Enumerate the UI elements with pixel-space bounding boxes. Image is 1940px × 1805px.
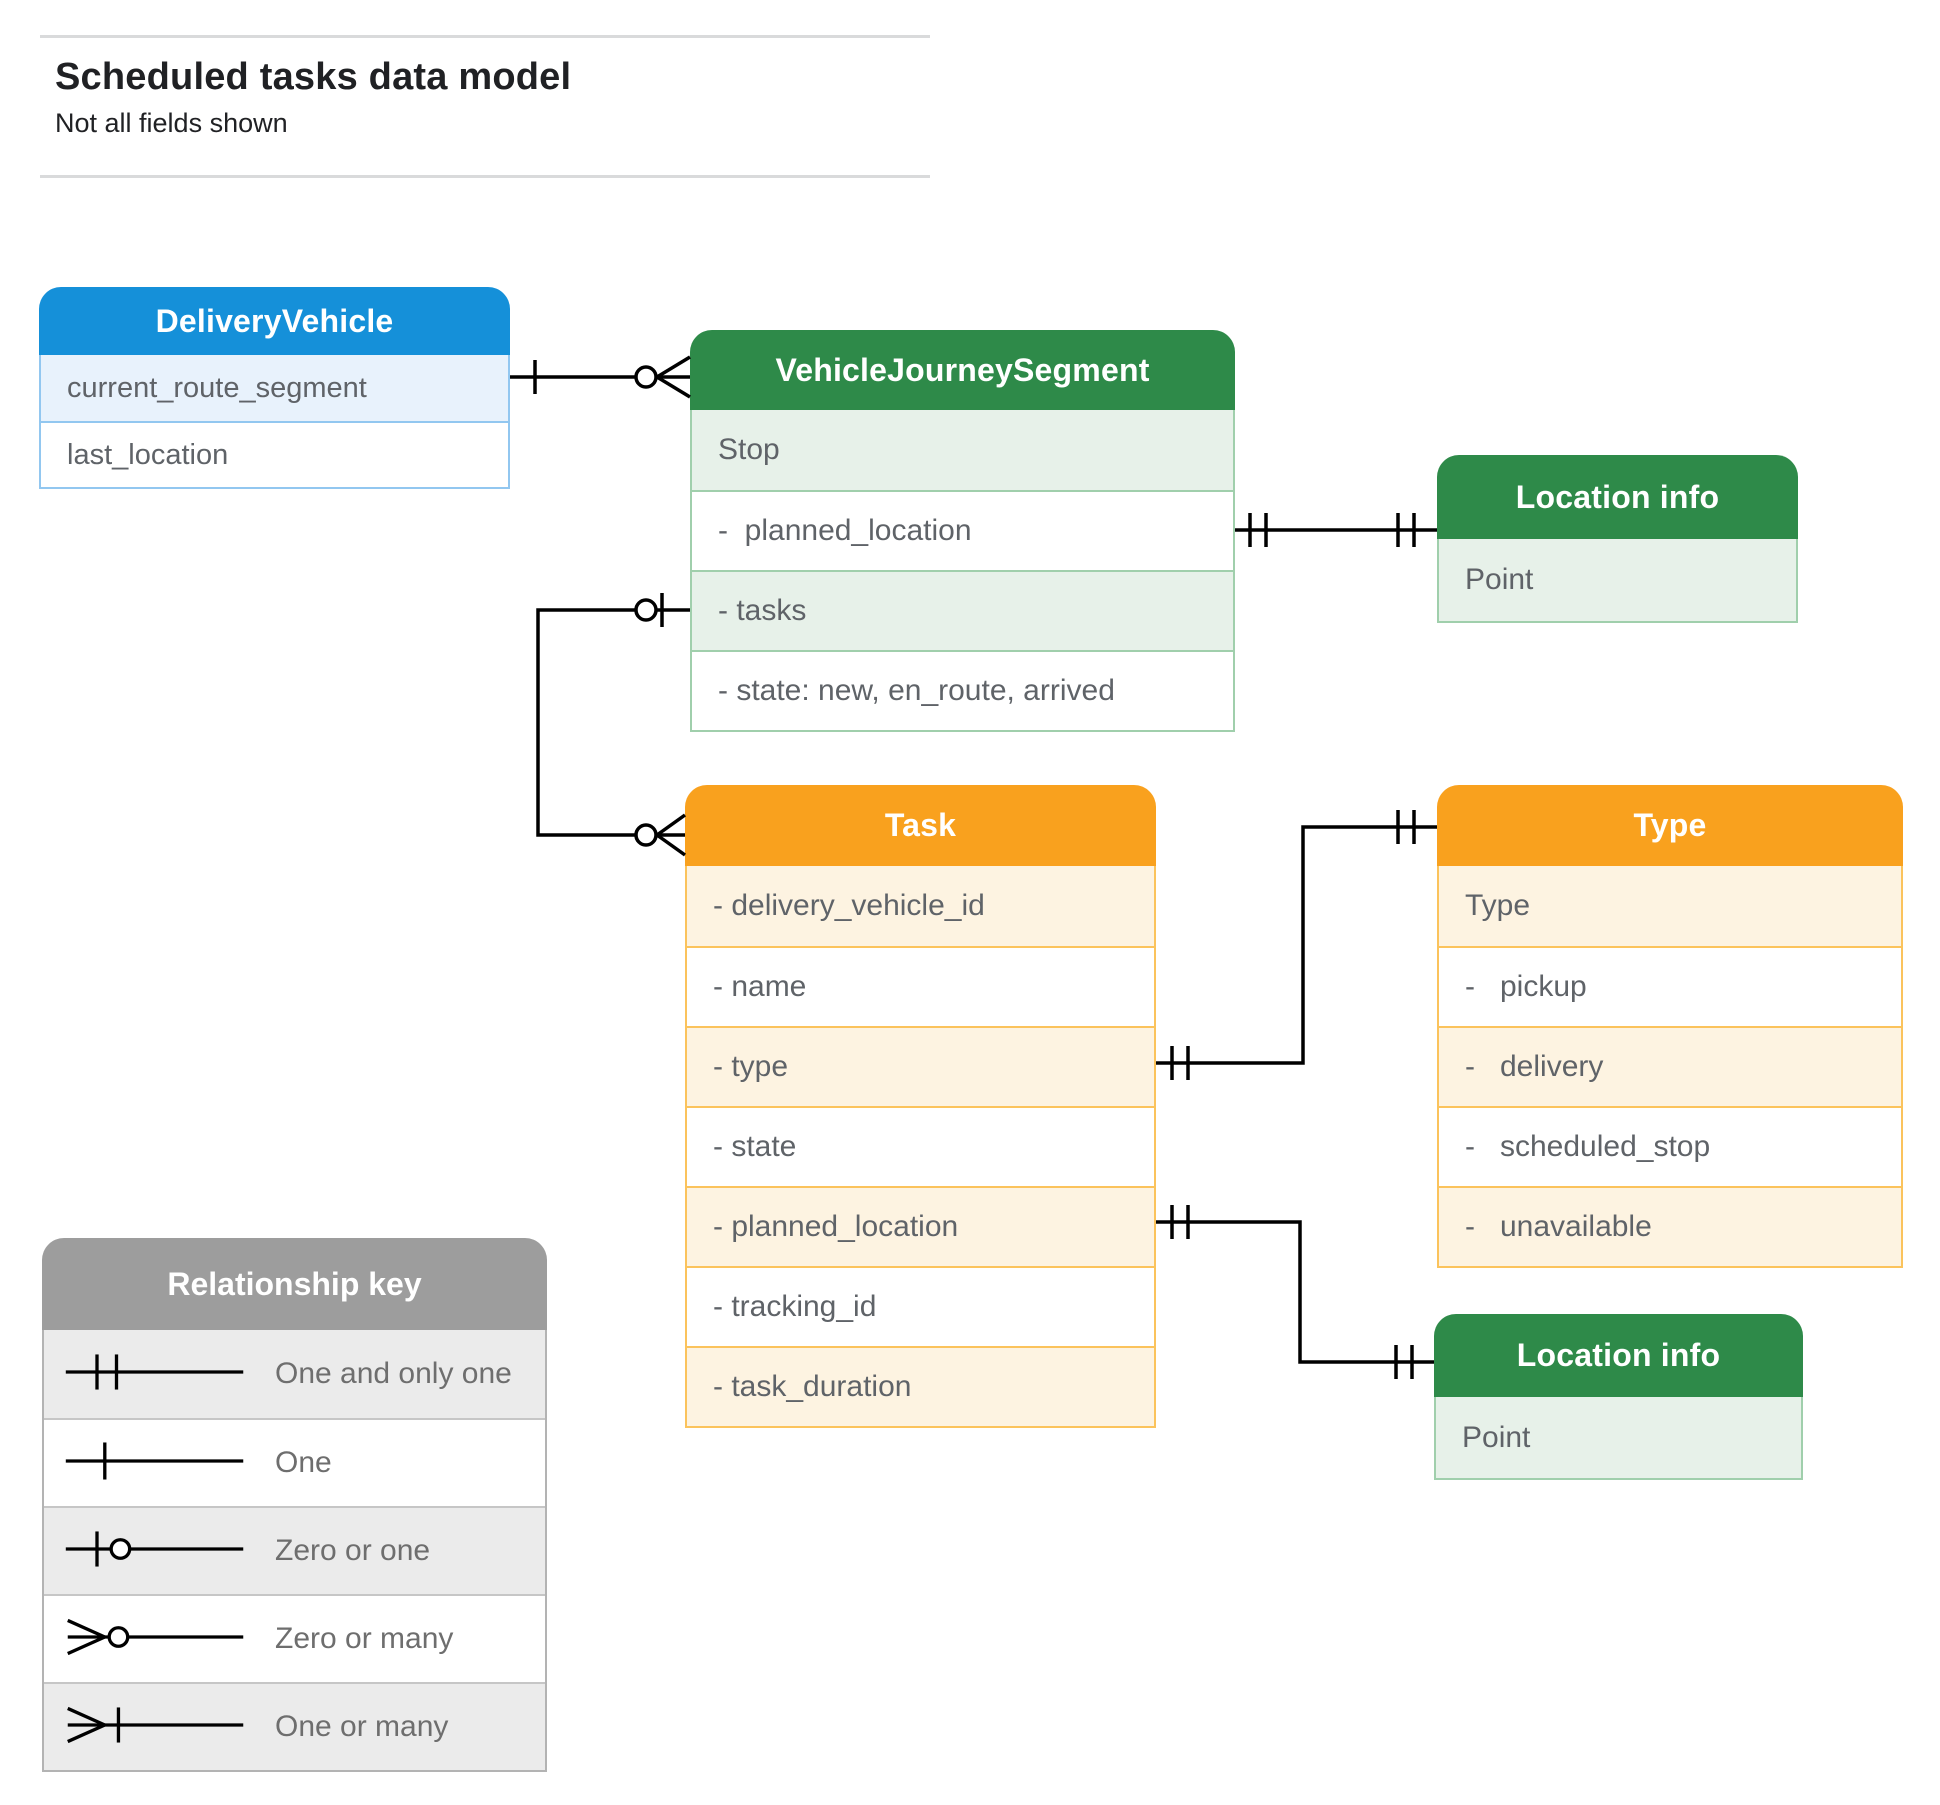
entity-task-title: Task bbox=[685, 785, 1156, 866]
entity-type-body: Type- pickup- delivery- scheduled_stop- … bbox=[1437, 866, 1903, 1268]
subtitle-divider bbox=[40, 175, 930, 178]
relationship-key-title: Relationship key bbox=[42, 1238, 547, 1330]
entity-vehicle-journey-segment-row: - planned_location bbox=[692, 490, 1233, 570]
entity-location-info-top-title: Location info bbox=[1437, 455, 1798, 539]
page-title: Scheduled tasks data model bbox=[55, 56, 572, 98]
legend-item-zero-or-one: Zero or one bbox=[44, 1506, 545, 1594]
legend-item-one-or-many: One or many bbox=[44, 1682, 545, 1770]
one-icon bbox=[58, 1431, 253, 1496]
top-divider bbox=[40, 35, 930, 38]
connector-deliveryvehicle-to-vehiclejourneysegment bbox=[510, 355, 691, 399]
legend-item-one-and-only-one: One and only one bbox=[44, 1330, 545, 1418]
entity-type-row: - delivery bbox=[1439, 1026, 1901, 1106]
entity-task-row: - type bbox=[687, 1026, 1154, 1106]
legend-item-label: One or many bbox=[275, 1710, 449, 1743]
entity-type-row: Type bbox=[1439, 866, 1901, 946]
entity-task-row: - tracking_id bbox=[687, 1266, 1154, 1346]
entity-vehicle-journey-segment-title: VehicleJourneySegment bbox=[690, 330, 1235, 410]
legend-item-one: One bbox=[44, 1418, 545, 1506]
entity-delivery-vehicle-row: current_route_segment bbox=[41, 355, 508, 421]
entity-task: Task- delivery_vehicle_id- name- type- s… bbox=[685, 785, 1156, 1428]
entity-task-row: - planned_location bbox=[687, 1186, 1154, 1266]
entity-location-info-bottom-row: Point bbox=[1436, 1397, 1801, 1478]
entity-vehicle-journey-segment-row: Stop bbox=[692, 410, 1233, 490]
entity-location-info-bottom-body: Point bbox=[1434, 1397, 1803, 1480]
entity-type-row: - unavailable bbox=[1439, 1186, 1901, 1266]
entity-vehicle-journey-segment-row: - tasks bbox=[692, 570, 1233, 650]
entity-vehicle-journey-segment-row: - state: new, en_route, arrived bbox=[692, 650, 1233, 730]
connector-task-type-to-type bbox=[1156, 810, 1437, 1080]
connector-vehiclejourneysegment-tasks-to-task bbox=[536, 593, 690, 857]
entity-location-info-bottom-title: Location info bbox=[1434, 1314, 1803, 1397]
legend-item-label: Zero or many bbox=[275, 1622, 454, 1655]
zero-or-many-icon bbox=[58, 1607, 253, 1672]
one-or-many-icon bbox=[58, 1695, 253, 1760]
entity-delivery-vehicle-row: last_location bbox=[41, 421, 508, 487]
legend-item-label: One bbox=[275, 1446, 332, 1479]
page-subtitle: Not all fields shown bbox=[55, 108, 288, 138]
entity-location-info-top-row: Point bbox=[1439, 539, 1796, 621]
entity-task-row: - delivery_vehicle_id bbox=[687, 866, 1154, 946]
entity-task-row: - task_duration bbox=[687, 1346, 1154, 1426]
entity-vehicle-journey-segment-body: Stop- planned_location- tasks- state: ne… bbox=[690, 410, 1235, 732]
entity-type-row: - pickup bbox=[1439, 946, 1901, 1026]
legend-item-label: One and only one bbox=[275, 1357, 512, 1390]
entity-delivery-vehicle-title: DeliveryVehicle bbox=[39, 287, 510, 355]
entity-location-info-top-body: Point bbox=[1437, 539, 1798, 623]
entity-type-row: - scheduled_stop bbox=[1439, 1106, 1901, 1186]
legend-item-label: Zero or one bbox=[275, 1534, 431, 1567]
zero-or-one-icon bbox=[58, 1519, 253, 1584]
legend-item-zero-or-many: Zero or many bbox=[44, 1594, 545, 1682]
connector-task-planned-location-to-location-info bbox=[1156, 1205, 1434, 1379]
entity-task-row: - state bbox=[687, 1106, 1154, 1186]
entity-type-title: Type bbox=[1437, 785, 1903, 866]
entity-task-row: - name bbox=[687, 946, 1154, 1026]
connector-vehiclejourneysegment-planned-location-to-location-info bbox=[1235, 513, 1437, 547]
entity-task-body: - delivery_vehicle_id- name- type- state… bbox=[685, 866, 1156, 1428]
one-and-only-one-icon bbox=[58, 1342, 253, 1407]
